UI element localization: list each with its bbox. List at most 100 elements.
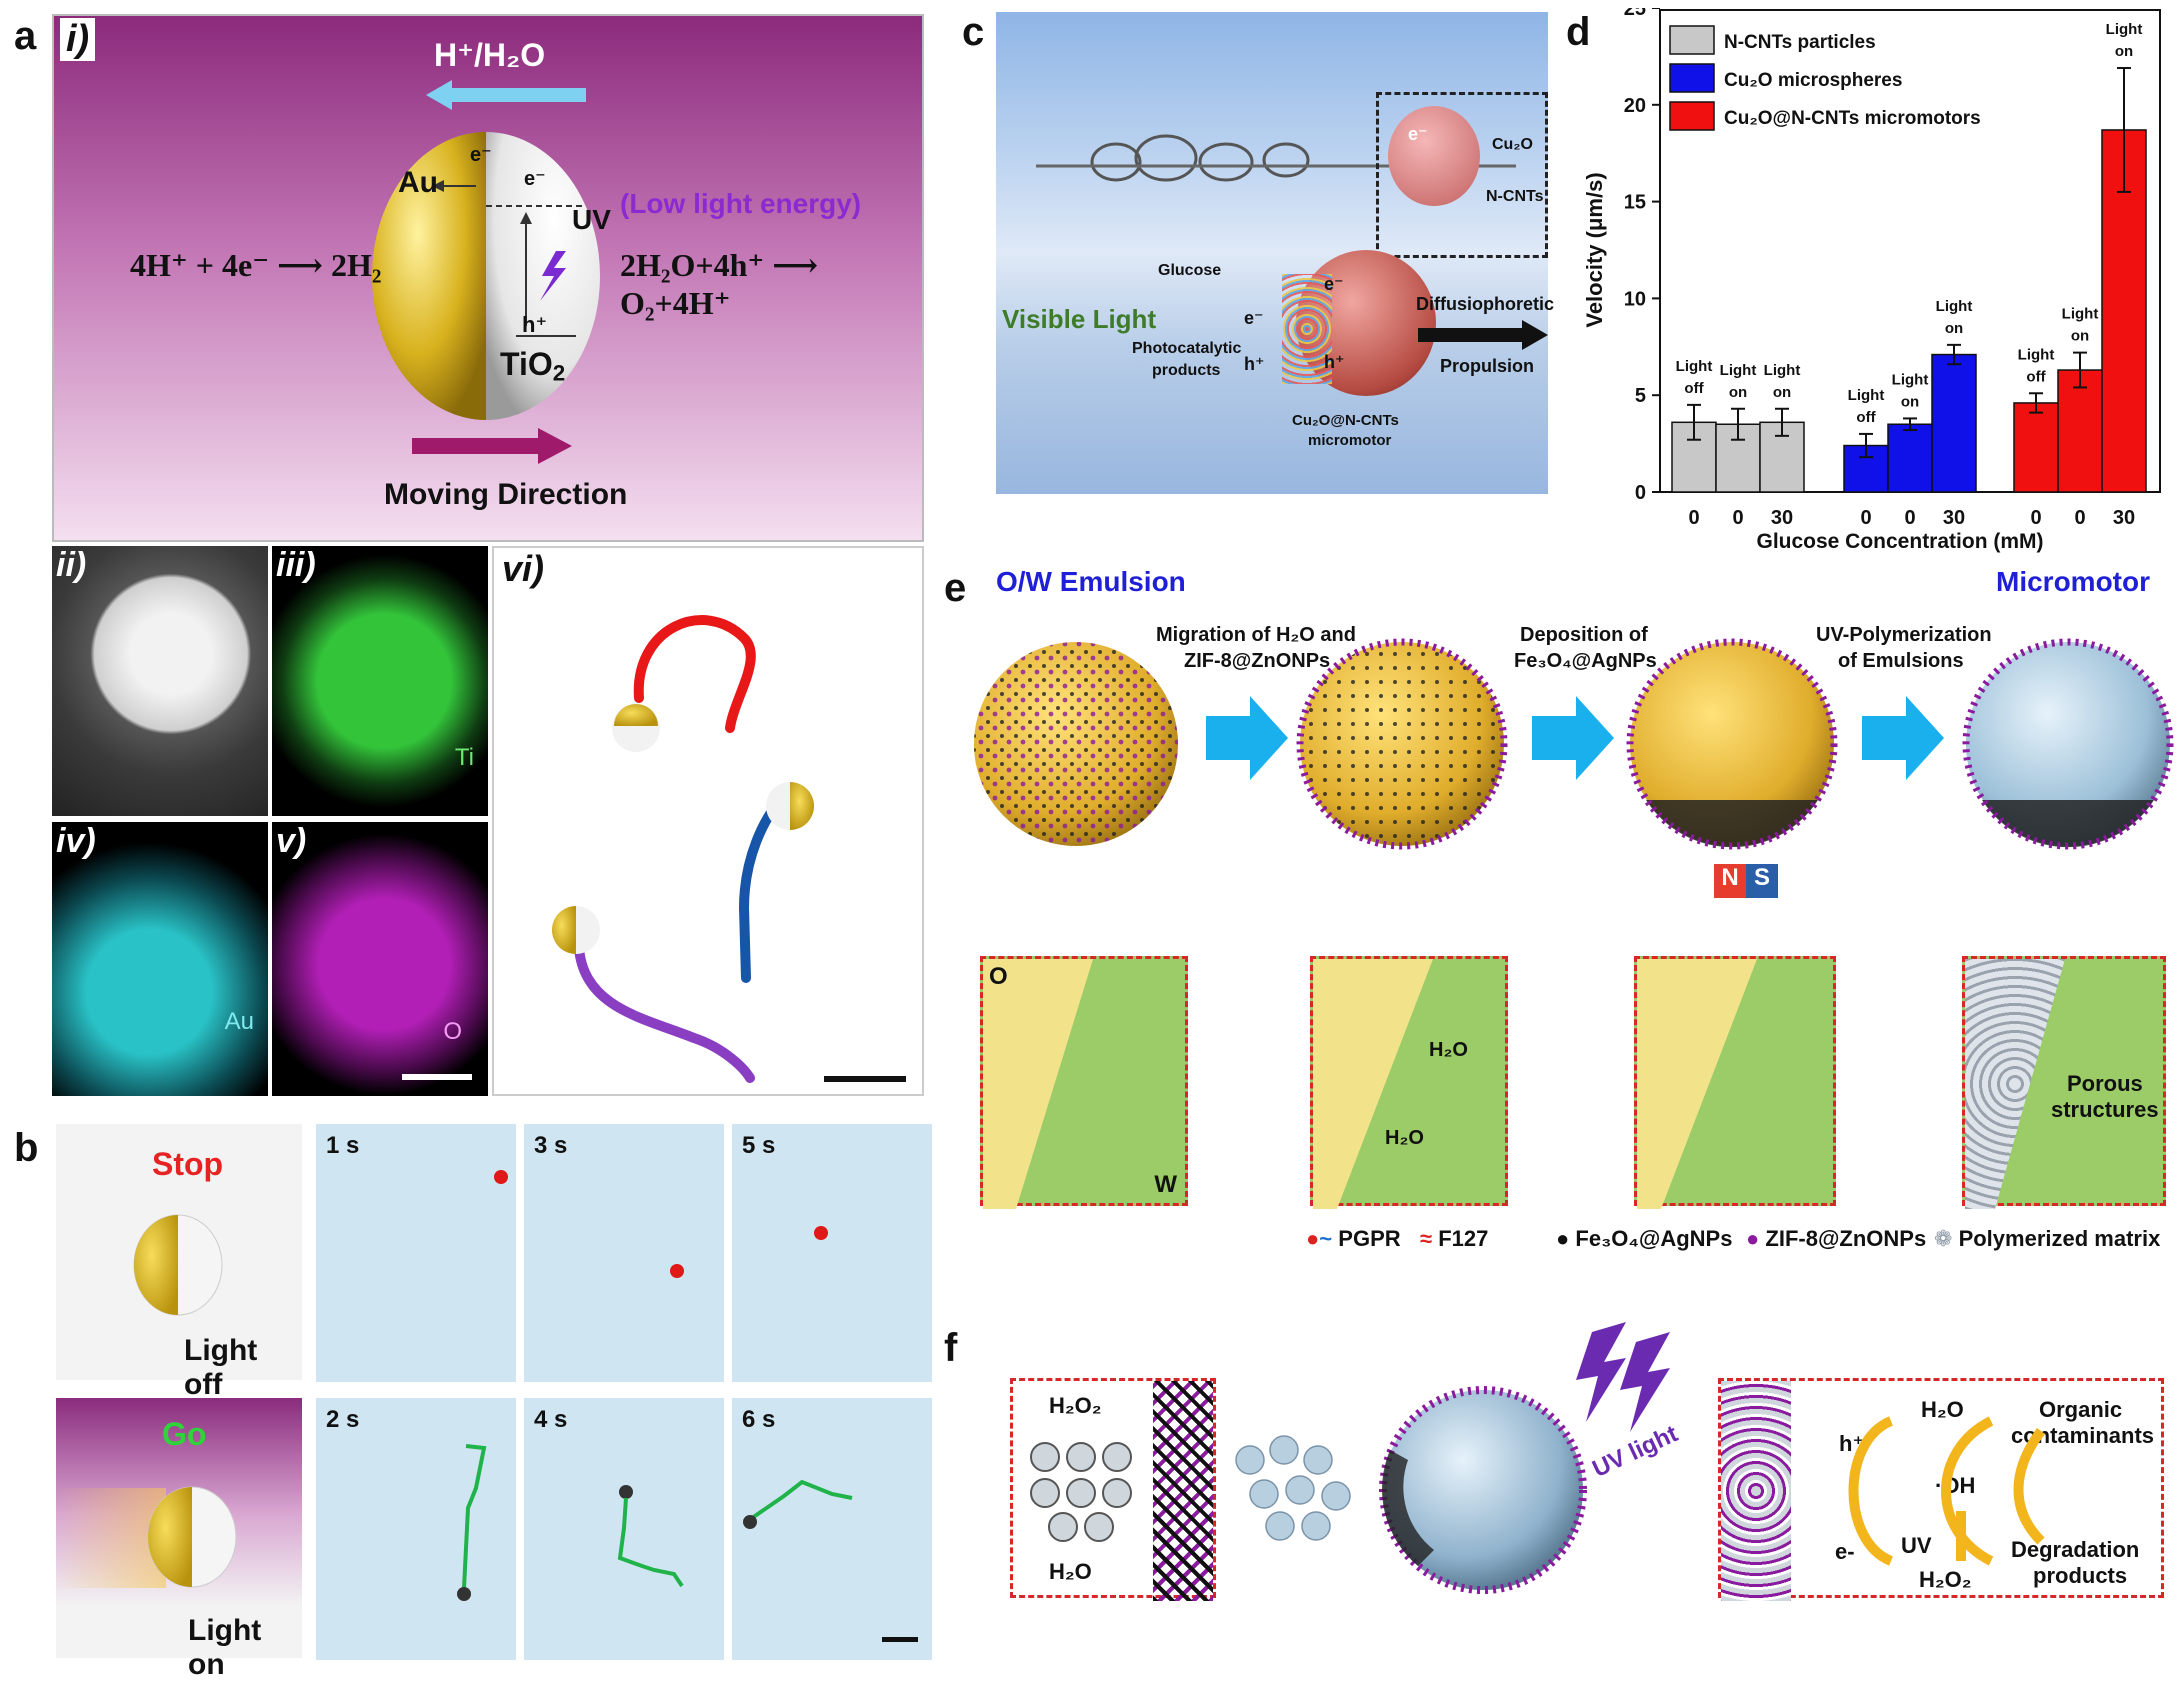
panel-c-scheme: Cu₂O N-CNTs e⁻ Visible Light Glucose e⁻ … [996,12,1554,494]
janus-on [147,1486,237,1588]
electron-f: e- [1835,1539,1855,1564]
bar-label: on [1901,393,1919,410]
trajectory-4s [617,1485,684,1588]
reduction-equation: 4H⁺ + 4e⁻ ⟶ 2H₂ [130,247,382,283]
step-2-label-a: Deposition of [1520,624,1648,646]
low-light-label: (Low light energy) [620,188,862,219]
panel-label-a-i: i) [60,18,96,61]
step-3-label-b: of Emulsions [1838,650,1964,672]
x-tick-label: 30 [1771,507,1793,529]
au-label: Au [398,166,438,199]
bar-label: off [2026,368,2046,385]
h2o2-f: H₂O₂ [1919,1567,1972,1592]
bar-label: Light [2106,21,2143,38]
bar-label: off [1684,380,1704,397]
bar-label: on [1729,384,1747,401]
panel-label-c: c [962,10,985,54]
legend-fe3o4: ● Fe₃O₄@AgNPs [1556,1226,1733,1251]
frame-time: 4 s [534,1406,568,1433]
panel-label-a-vi: vi) [502,548,545,589]
zoom-box [1376,92,1548,258]
particle-dot [494,1170,508,1184]
trajectory-panel: vi) [492,546,924,1096]
water-label-b: H₂O [1385,1127,1424,1149]
frame-2s: 2 s [316,1398,516,1660]
zoom-panel-4: Porous structures [1962,956,2166,1209]
particle-dot [670,1264,684,1278]
zoom-particle [1388,106,1480,206]
propulsion-label: Propulsion [1440,356,1534,376]
uv-label: UV [572,204,611,235]
proton-label: H⁺/H₂O [434,37,546,73]
x-tick-label: 30 [2113,507,2135,529]
porous-label-1: Porous [2067,1071,2143,1096]
reaction-arrows [1848,1416,2046,1566]
h2o-label: H₂O [1049,1559,1092,1584]
magnet-north: N [1714,864,1746,898]
electron-c: e⁻ [1244,308,1264,328]
panel-a-i: i) H⁺/H₂O Au e⁻ e⁻ UV (Low light energy)… [52,14,924,542]
cu2o-label: Cu₂O [1492,136,1533,153]
moving-arrow [412,428,572,464]
legend-entry: N-CNTs particles [1724,32,1876,53]
legend-swatch [1669,63,1715,93]
bar-label: Light [1720,362,1757,379]
x-tick-label: 30 [1943,507,1965,529]
x-tick-label: 0 [1688,507,1699,529]
porous-label-2: structures [2051,1097,2159,1122]
light-on-panel: Go Light on [56,1398,302,1681]
light-on-label: Light on [188,1614,262,1681]
particle-cloud [1282,274,1332,384]
products-label: products [1152,362,1221,379]
bar-label: on [1773,384,1791,401]
bar-label: Light [2062,306,2099,323]
y-axis-label: Velocity (μm/s) [1582,172,1607,327]
bar-label: Light [1892,371,1929,388]
frame-6s: 6 s [732,1398,932,1660]
frame-5s: 5 s [732,1124,932,1382]
h2o2-label: H₂O₂ [1049,1393,1102,1418]
bubble-line [1036,134,1516,182]
micromotor-label-1: Cu₂O@N-CNTs [1292,412,1399,429]
y-tick-label: 5 [1635,385,1646,407]
bar [1931,353,1977,493]
step-1-label-b: ZIF-8@ZnONPs [1184,650,1331,672]
f-spheres [1235,1435,1351,1541]
ti-label: Ti [454,744,474,771]
step-3-label-a: UV-Polymerization [1816,624,1992,646]
hole-label: h⁺ [522,312,548,337]
panel-label-e: e [944,566,967,610]
x-tick-label: 0 [1860,507,1871,529]
scale-bar [402,1074,472,1080]
x-tick-label: 0 [1904,507,1915,529]
legend-entry: Cu₂O microspheres [1724,70,1902,91]
frame-time: 6 s [742,1406,776,1433]
frame-time: 2 s [326,1406,360,1433]
ti-map: iii) Ti [272,546,488,816]
bar [1887,423,1933,493]
frame-3s: 3 s [524,1124,724,1382]
motor-electron: e⁻ [1324,274,1344,294]
f-left-zoom: H₂O₂ H₂O [1010,1378,1216,1601]
bar-label: Light [2018,346,2055,363]
zoom-panel-3 [1634,956,1836,1209]
panel-label-a-iv: iv) [56,822,96,860]
micromotor-title: Micromotor [1996,566,2150,597]
legend-entry: Cu₂O@N-CNTs micromotors [1724,108,1981,129]
stop-label: Stop [152,1146,224,1182]
proton-arrow [426,80,586,110]
polymer-phase [1965,959,2065,1209]
x-tick-label: 0 [2074,507,2085,529]
particle-dot [814,1226,828,1240]
ow-emulsion-label: O/W Emulsion [996,566,1186,597]
photocatalytic-label: Photocatalytic [1132,340,1242,357]
x-tick-label: 0 [1732,507,1743,529]
f-right-zoom: h⁺ H₂O ·OH e- UV H₂O₂ Organic contaminan… [1718,1378,2164,1601]
trajectory-2s [457,1444,487,1601]
oxidation-equation: 2H₂O+4h⁺ ⟶ O₂+4H⁺ [620,247,819,321]
frame-time: 1 s [326,1132,360,1159]
frame-1s: 1 s [316,1124,516,1382]
legend-f127: ≈ F127 [1420,1226,1489,1251]
bar-label: on [1945,320,1963,337]
y-tick-label: 10 [1624,288,1646,310]
